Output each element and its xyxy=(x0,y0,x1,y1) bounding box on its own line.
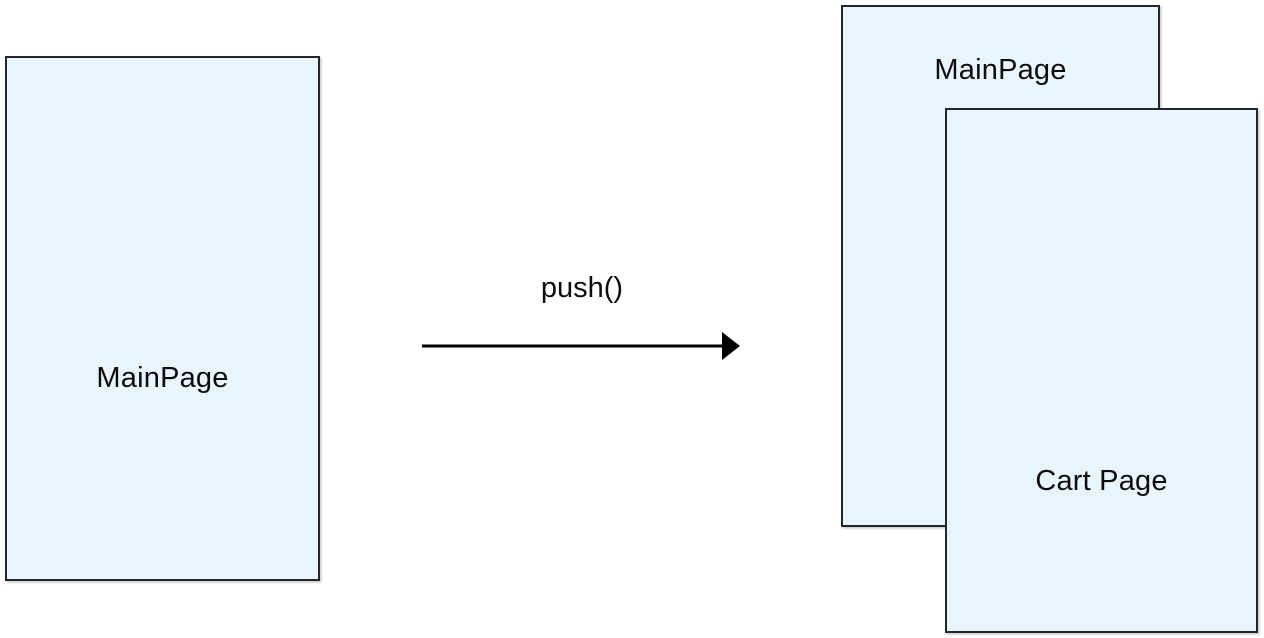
page-card-label: Cart Page xyxy=(1035,465,1168,497)
page-card-source-mainpage[interactable]: MainPage xyxy=(5,56,320,581)
arrow-shape xyxy=(422,332,740,360)
transition-arrow-group: push() xyxy=(414,274,750,364)
arrow-head-icon xyxy=(722,332,740,360)
page-card-stack-front-cartpage[interactable]: Cart Page xyxy=(945,108,1258,633)
page-card-label: MainPage xyxy=(934,54,1067,86)
page-card-label: MainPage xyxy=(96,362,229,394)
